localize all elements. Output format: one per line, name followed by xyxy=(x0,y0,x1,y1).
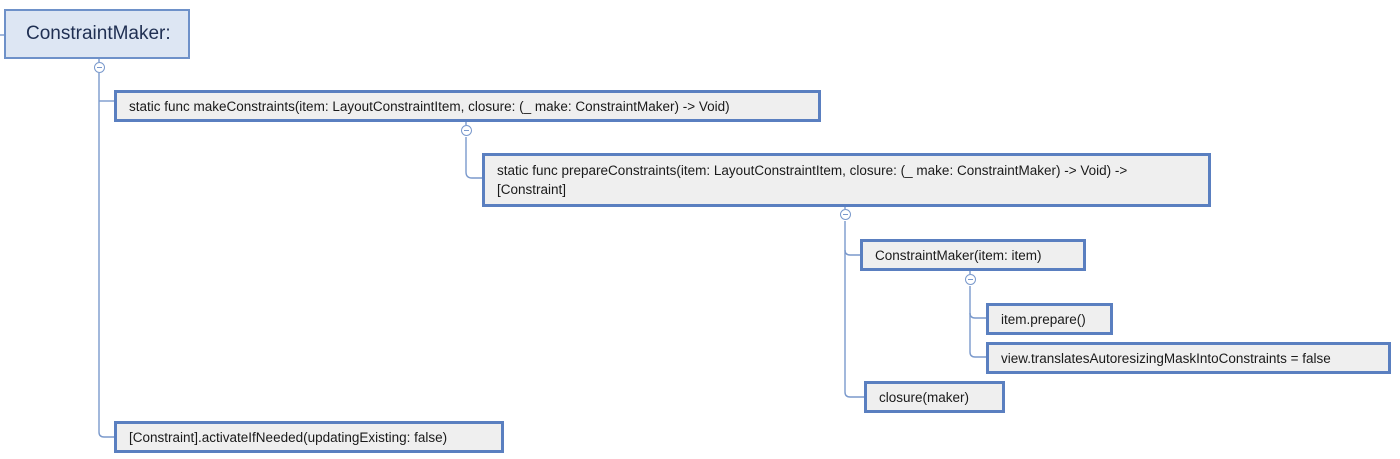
node-activate-if-needed[interactable]: [Constraint].activateIfNeeded(updatingEx… xyxy=(114,421,504,453)
node-prepare-constraints-label: static func prepareConstraints(item: Lay… xyxy=(497,163,1128,197)
node-translates-autoresizing-label: view.translatesAutoresizingMaskIntoConst… xyxy=(1001,350,1331,366)
node-translates-autoresizing[interactable]: view.translatesAutoresizingMaskIntoConst… xyxy=(986,342,1391,374)
collapse-root-icon[interactable] xyxy=(94,62,105,73)
node-constraint-maker-init[interactable]: ConstraintMaker(item: item) xyxy=(860,239,1086,271)
node-item-prepare[interactable]: item.prepare() xyxy=(986,303,1113,335)
node-make-constraints[interactable]: static func makeConstraints(item: Layout… xyxy=(114,90,821,122)
collapse-make-constraints-icon[interactable] xyxy=(461,125,472,136)
node-closure-maker[interactable]: closure(maker) xyxy=(864,381,1005,413)
collapse-constraint-maker-init-icon[interactable] xyxy=(965,274,976,285)
root-node-constraint-maker[interactable]: ConstraintMaker: xyxy=(4,9,190,59)
collapse-prepare-constraints-icon[interactable] xyxy=(840,209,851,220)
node-closure-maker-label: closure(maker) xyxy=(879,389,970,405)
node-item-prepare-label: item.prepare() xyxy=(1001,311,1086,327)
node-make-constraints-label: static func makeConstraints(item: Layout… xyxy=(129,98,730,114)
root-node-label: ConstraintMaker: xyxy=(26,23,171,44)
node-prepare-constraints[interactable]: static func prepareConstraints(item: Lay… xyxy=(482,153,1211,207)
node-constraint-maker-init-label: ConstraintMaker(item: item) xyxy=(875,247,1042,263)
node-activate-if-needed-label: [Constraint].activateIfNeeded(updatingEx… xyxy=(129,429,448,445)
